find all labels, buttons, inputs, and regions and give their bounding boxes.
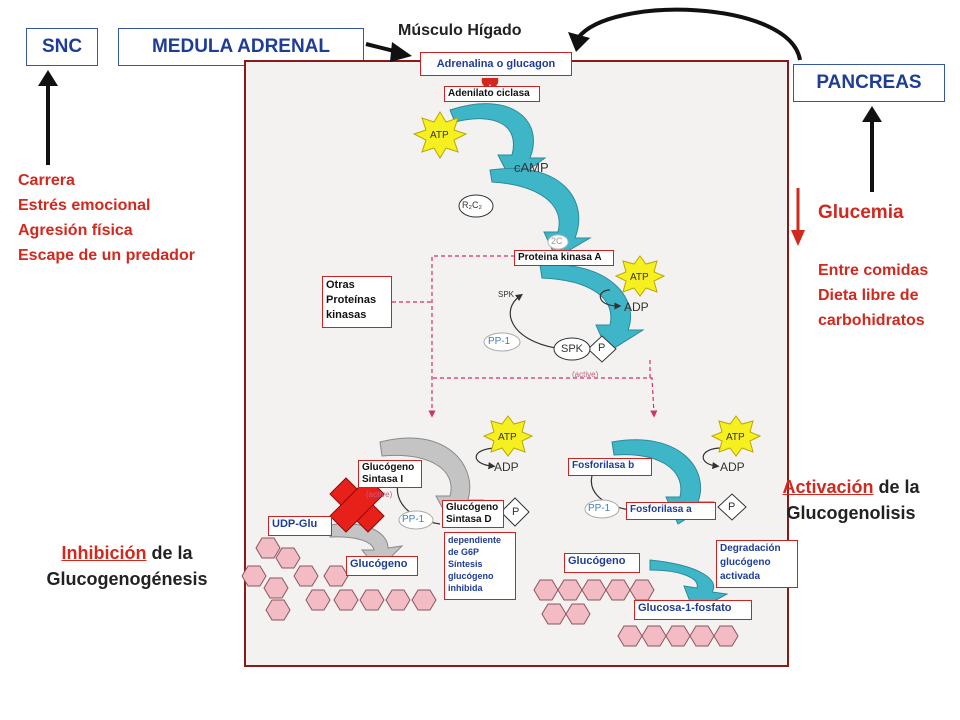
pp1-label-1: PP-1 <box>488 336 511 347</box>
degradacion-box: Degradación glucógeno activada <box>716 540 798 588</box>
trigger-item: Carrera <box>18 172 75 189</box>
trigger-item: Escape de un predador <box>18 247 195 264</box>
adrenalina-box: Adrenalina o glucagon <box>420 52 572 76</box>
atp-label-2: ATP <box>630 272 649 283</box>
activacion-rest: de la <box>873 477 920 497</box>
p-label-1: P <box>598 342 606 354</box>
fosforilasa-b-box: Fosforilasa b <box>568 458 652 476</box>
thin-arcs <box>395 289 723 525</box>
inhibicion-rest: de la <box>146 543 193 563</box>
pp1-label-3: PP-1 <box>588 503 611 514</box>
condition-item: carbohidratos <box>818 312 925 329</box>
active-label: (active) <box>572 370 599 379</box>
pancreas-curve-arrow <box>568 7 802 61</box>
glucemia-down-arrow <box>791 188 805 246</box>
dependiente-line: inhibida <box>448 583 483 593</box>
adp-label-2: ADP <box>494 460 519 474</box>
udp-glu-box: UDP-Glu <box>268 516 332 536</box>
trigger-item: Agresión física <box>18 222 133 239</box>
spk-small-label: SPK <box>498 290 515 299</box>
inhibicion-word: Inhibición <box>61 543 147 563</box>
condition-item: Dieta libre de <box>818 287 919 304</box>
gs-d-box: Glucógeno Sintasa D <box>442 500 504 528</box>
pp1-ellipses <box>398 332 620 530</box>
dependiente-box: dependiente de G6P Síntesis glucógeno in… <box>444 532 516 600</box>
gs-i-state-label: (active) <box>366 490 393 499</box>
camp-label: cAMP <box>514 160 549 175</box>
atp-label-4: ATP <box>726 432 745 443</box>
conditions-list: Entre comidas Dieta libre de carbohidrat… <box>818 258 928 333</box>
fosforilasa-a-box: Fosforilasa a <box>626 502 716 520</box>
gs-i-box: Glucógeno Sintasa I <box>358 460 422 488</box>
pp1-label-2: PP-1 <box>402 514 425 525</box>
cascade-arrow-2 <box>489 168 592 259</box>
spk-label: SPK <box>561 343 584 355</box>
trigger-item: Estrés emocional <box>18 197 151 214</box>
r2c2-ellipse <box>458 194 494 218</box>
glycogen-hexagons-left <box>241 537 437 621</box>
inhibicion-heading: Inhibición de la Glucogenogénesis <box>14 540 240 592</box>
dashed-activation-lines <box>392 255 658 418</box>
adp-label-3: ADP <box>720 460 745 474</box>
gs-d-line: Glucógeno <box>446 502 499 513</box>
medula-to-target-arrow <box>365 42 412 62</box>
degradacion-line: activada <box>720 571 761 582</box>
medula-label: MEDULA ADRENAL <box>151 36 331 57</box>
gs-i-line: Sintasa I <box>362 474 404 485</box>
inhibition-x-icon <box>329 477 385 533</box>
snc-box: SNC <box>26 28 98 66</box>
degradacion-line: glucógeno <box>720 557 771 568</box>
adenilato-box: Adenilato ciclasa <box>444 86 540 102</box>
condition-item: Entre comidas <box>818 262 929 279</box>
glucosa-1p-box: Glucosa-1-fosfato <box>634 600 752 620</box>
cascade-arrow-3 <box>539 264 645 353</box>
otras-kinasas-box: Otras Proteínas kinasas <box>322 276 392 328</box>
p-label-3: P <box>728 501 736 513</box>
c2-label: 2C <box>551 236 563 246</box>
snc-label: SNC <box>41 36 83 57</box>
receptor-shape <box>481 78 499 87</box>
degradacion-line: Degradación <box>720 543 781 554</box>
musculo-higado-label: Músculo Hígado <box>398 22 522 39</box>
gs-i-line: Glucógeno <box>362 462 415 473</box>
pancreas-label: PANCREAS <box>816 72 922 93</box>
glucemia-label: Glucemia <box>818 202 904 223</box>
otras-line: Proteínas <box>326 294 377 306</box>
atp-star-3 <box>482 415 534 457</box>
dependiente-line: de G6P <box>448 547 480 557</box>
pancreas-arrow <box>862 106 882 192</box>
atp-label-1: ATP <box>430 130 449 141</box>
c2-ellipse <box>547 234 569 250</box>
snc-arrow <box>38 70 58 165</box>
pka-box: Proteina kinasa A <box>514 250 614 266</box>
dependiente-line: glucógeno <box>448 571 494 581</box>
atp-label-3: ATP <box>498 432 517 443</box>
r2c2-label: R₂C₂ <box>462 200 482 210</box>
atp-star-4 <box>710 415 762 457</box>
glucogenogenesis-label: Glucogenogénesis <box>46 569 208 589</box>
pancreas-box: PANCREAS <box>793 64 945 102</box>
activacion-word: Activación <box>782 477 874 497</box>
p-label-2: P <box>512 506 520 518</box>
otras-line: Otras <box>326 279 355 291</box>
glucogeno-right-box: Glucógeno <box>564 553 640 573</box>
trigger-list: Carrera Estrés emocional Agresión física… <box>18 168 195 268</box>
phospho-diamonds <box>500 335 747 527</box>
glucogeno-left-box: Glucógeno <box>346 556 418 576</box>
atp-star-2 <box>614 255 666 297</box>
dependiente-line: Síntesis <box>448 559 483 569</box>
gs-d-line: Sintasa D <box>446 514 492 525</box>
glucogenolisis-label: Glucogenolisis <box>786 503 916 523</box>
glycogen-hexagons-right <box>533 579 739 647</box>
spk-ellipse <box>553 337 591 361</box>
medula-box: MEDULA ADRENAL <box>118 28 364 66</box>
dependiente-line: dependiente <box>448 535 502 545</box>
atp-star-1 <box>412 111 468 159</box>
otras-line: kinasas <box>326 309 367 321</box>
activacion-heading: Activación de la Glucogenolisis <box>744 474 958 526</box>
adp-label-1: ADP <box>624 300 649 314</box>
